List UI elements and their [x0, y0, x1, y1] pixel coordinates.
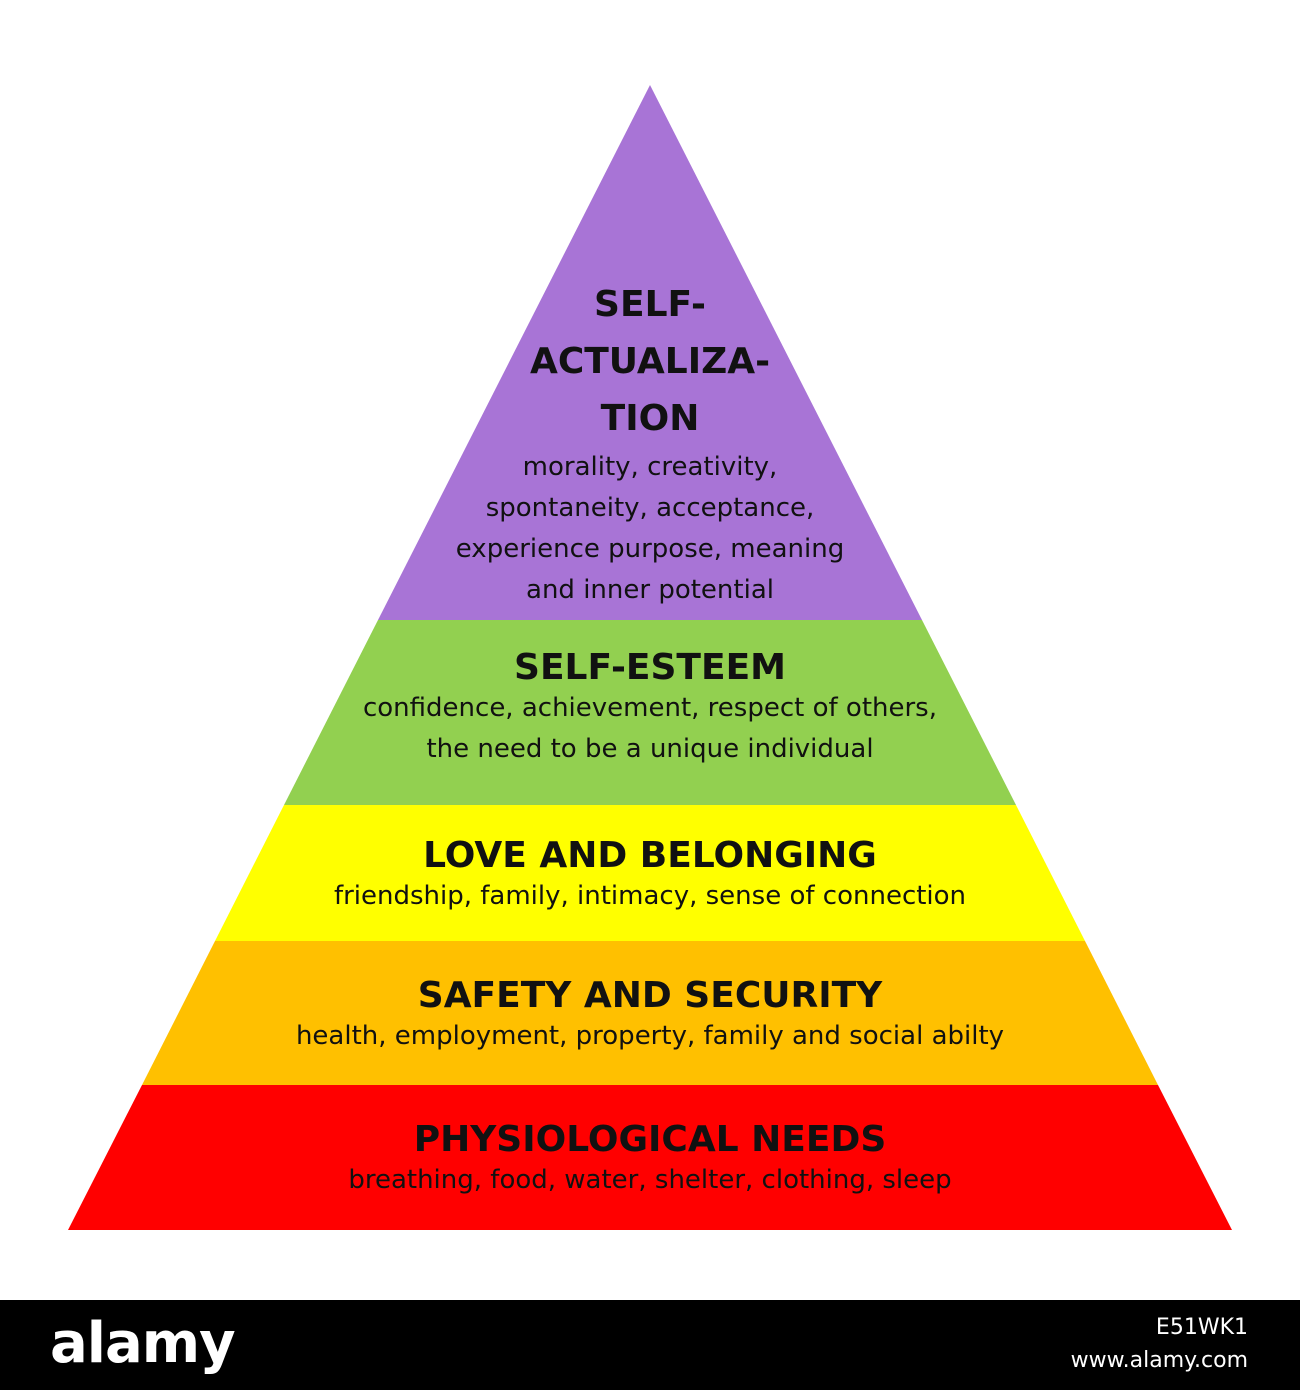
tier-description-line: the need to be a unique individual: [426, 734, 874, 764]
tier-self-actualization: SELF- ACTUALIZA- TION morality, creativi…: [0, 276, 1300, 611]
image-id: E51WK1: [1155, 1315, 1248, 1340]
pyramid-graphic: [68, 85, 1232, 1230]
tier-title-line: PHYSIOLOGICAL NEEDS: [413, 1119, 887, 1160]
tier-title-line: ACTUALIZA-: [529, 341, 771, 382]
tier-band-self-actualization: [378, 85, 922, 620]
tier-description-line: spontaneity, acceptance,: [485, 493, 815, 523]
tier-title: PHYSIOLOGICAL NEEDS: [0, 1120, 1300, 1160]
tier-band-love-and-belonging: [215, 805, 1085, 941]
tier-safety-and-security: SAFETY AND SECURITY health, employment, …: [0, 976, 1300, 1057]
tier-description-line: morality, creativity,: [522, 452, 778, 482]
alamy-logo: alamy: [50, 1311, 236, 1376]
tier-description: morality, creativity, spontaneity, accep…: [0, 447, 1300, 611]
tier-title-line: SAFETY AND SECURITY: [417, 975, 883, 1016]
tier-love-and-belonging: LOVE AND BELONGING friendship, family, i…: [0, 836, 1300, 917]
tier-description-line: confidence, achievement, respect of othe…: [362, 693, 937, 723]
tier-title: SAFETY AND SECURITY: [0, 976, 1300, 1016]
tier-title: SELF-ESTEEM: [0, 648, 1300, 688]
tier-title-line: TION: [600, 398, 700, 439]
tier-band-safety-and-security: [142, 941, 1158, 1085]
tier-description-line: health, employment, property, family and…: [295, 1021, 1005, 1051]
tier-description-line: friendship, family, intimacy, sense of c…: [333, 881, 967, 911]
tier-description: health, employment, property, family and…: [0, 1016, 1300, 1057]
tier-description-line: breathing, food, water, shelter, clothin…: [348, 1165, 952, 1195]
tier-title-line: LOVE AND BELONGING: [423, 835, 877, 876]
tier-physiological-needs: PHYSIOLOGICAL NEEDS breathing, food, wat…: [0, 1120, 1300, 1201]
tier-title: SELF- ACTUALIZA- TION: [0, 276, 1300, 447]
tier-description: breathing, food, water, shelter, clothin…: [0, 1160, 1300, 1201]
tier-title-line: SELF-: [594, 284, 706, 325]
site-url: www.alamy.com: [1070, 1348, 1248, 1373]
tier-band-physiological-needs: [68, 1085, 1232, 1230]
tier-title: LOVE AND BELONGING: [0, 836, 1300, 876]
tier-description: friendship, family, intimacy, sense of c…: [0, 876, 1300, 917]
tier-description: confidence, achievement, respect of othe…: [0, 688, 1300, 770]
watermark-footer: alamy E51WK1 www.alamy.com: [0, 1300, 1300, 1390]
tier-band-self-esteem: [284, 620, 1016, 805]
tier-self-esteem: SELF-ESTEEM confidence, achievement, res…: [0, 648, 1300, 770]
tier-description-line: experience purpose, meaning: [455, 534, 845, 564]
tier-title-line: SELF-ESTEEM: [514, 647, 786, 688]
tier-description-line: and inner potential: [526, 575, 774, 605]
